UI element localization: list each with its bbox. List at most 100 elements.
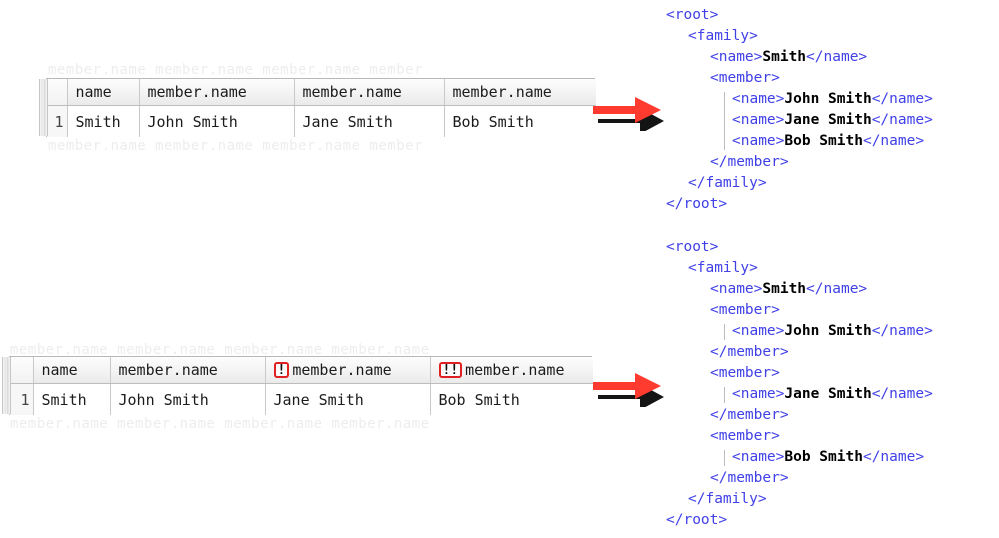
- xml-text: Jane Smith: [784, 386, 872, 402]
- grid-col-header[interactable]: member.name: [139, 79, 295, 106]
- grid-col-label: name: [41, 361, 78, 379]
- grid-col-header[interactable]: member.name: [444, 79, 596, 106]
- warning-badge-icon[interactable]: !!: [438, 362, 463, 378]
- xml-code-line: <name>John Smith</name>: [666, 321, 933, 342]
- xml-code-line: <member>: [666, 300, 933, 321]
- ghost-row-top: member.name member.name member.name memb…: [10, 342, 430, 358]
- xml-code-line: <name>Jane Smith</name>: [666, 110, 933, 131]
- xml-tag: <member>: [710, 365, 780, 381]
- xml-code-line: <family>: [666, 258, 933, 279]
- xml-tag: </name>: [871, 386, 933, 402]
- xml-code-line: <member>: [666, 426, 933, 447]
- xml-tag: <name>: [710, 49, 763, 65]
- grid-col-header-warning[interactable]: ! member.name: [265, 357, 431, 384]
- xml-code-line: <family>: [666, 26, 933, 47]
- xml-tag: <name>: [732, 133, 785, 149]
- grid-cell[interactable]: Bob Smith: [444, 105, 596, 137]
- xml-code-line: <member>: [666, 68, 933, 89]
- xml-tag: <family>: [688, 28, 758, 44]
- xml-code-line: </member>: [666, 405, 933, 426]
- xml-tag: </name>: [806, 281, 868, 297]
- grid-cell[interactable]: John Smith: [110, 383, 266, 415]
- grid-header-row: name member.name member.name member.name: [47, 79, 596, 106]
- grid-cell[interactable]: Jane Smith: [294, 105, 445, 137]
- xml-code-line: <name>Smith</name>: [666, 279, 933, 300]
- xml-tag: </family>: [688, 175, 767, 191]
- grid-col-label: member.name: [465, 361, 565, 379]
- xml-code-block-top: <root><family><name>Smith</name><member>…: [666, 5, 933, 215]
- xml-tag: </root>: [666, 196, 728, 212]
- xml-text: John Smith: [784, 91, 872, 107]
- xml-tag: </name>: [871, 91, 933, 107]
- grid-vertical-scrollbar-top[interactable]: [39, 79, 48, 136]
- xml-code-line: <root>: [666, 237, 933, 258]
- xml-code-line: </member>: [666, 468, 933, 489]
- xml-code-line: </family>: [666, 489, 933, 510]
- grid-table-top: name member.name member.name member.name…: [47, 79, 596, 137]
- xml-tag: </name>: [862, 133, 925, 149]
- xml-text: Bob Smith: [784, 449, 863, 465]
- xml-text: Bob Smith: [784, 133, 863, 149]
- result-grid-bottom[interactable]: name member.name ! member.name !! member…: [2, 356, 593, 415]
- xml-text: Smith: [762, 281, 807, 297]
- indent-guide: [724, 387, 725, 403]
- grid-col-label: member.name: [118, 361, 218, 379]
- xml-tag: </family>: [688, 491, 767, 507]
- xml-tag: <name>: [732, 386, 785, 402]
- indent-guide: [724, 450, 725, 466]
- xml-tag: <name>: [710, 281, 763, 297]
- xml-tag: <root>: [666, 239, 719, 255]
- xml-code-line: </root>: [666, 510, 933, 531]
- grid-header-row: name member.name ! member.name !! member…: [10, 357, 593, 384]
- xml-tag: <name>: [732, 323, 785, 339]
- red-right-arrow-top: [593, 97, 664, 131]
- xml-tag: <name>: [732, 112, 785, 128]
- grid-corner-cell: [47, 79, 68, 106]
- grid-col-header[interactable]: name: [33, 357, 111, 384]
- xml-code-line: <root>: [666, 5, 933, 26]
- result-grid-top[interactable]: name member.name member.name member.name…: [39, 78, 596, 137]
- xml-code-block-bottom: <root><family><name>Smith</name><member>…: [666, 237, 933, 531]
- xml-tag: <name>: [732, 91, 785, 107]
- xml-code-line: </root>: [666, 194, 933, 215]
- grid-col-header-warning[interactable]: !! member.name: [430, 357, 593, 384]
- warning-badge-icon[interactable]: !: [273, 362, 290, 378]
- indent-guide: [724, 92, 725, 150]
- grid-col-header[interactable]: name: [67, 79, 140, 106]
- xml-tag: </member>: [710, 344, 789, 360]
- grid-cell[interactable]: Smith: [33, 383, 111, 415]
- xml-code-line: <name>Bob Smith</name>: [666, 447, 933, 468]
- table-row[interactable]: 1 Smith John Smith Jane Smith Bob Smith: [47, 105, 596, 137]
- grid-col-label: member.name: [452, 83, 552, 101]
- xml-code-line: </family>: [666, 173, 933, 194]
- ghost-row-bottom: member.name member.name member.name memb…: [48, 138, 424, 154]
- xml-tag: <name>: [732, 449, 785, 465]
- xml-text: Jane Smith: [784, 112, 872, 128]
- xml-tag: </name>: [871, 323, 933, 339]
- grid-vertical-scrollbar-bottom[interactable]: [2, 357, 11, 414]
- indent-guide: [724, 324, 725, 340]
- grid-col-header[interactable]: member.name: [294, 79, 445, 106]
- xml-code-line: </member>: [666, 342, 933, 363]
- grid-col-label: name: [75, 83, 112, 101]
- xml-code-line: <name>Bob Smith</name>: [666, 131, 933, 152]
- grid-cell[interactable]: Bob Smith: [430, 383, 593, 415]
- grid-corner-cell: [10, 357, 34, 384]
- grid-col-label: member.name: [292, 361, 392, 379]
- ghost-row-top: member.name member.name member.name memb…: [48, 62, 424, 78]
- xml-tag: <member>: [710, 428, 780, 444]
- xml-tag: </name>: [871, 112, 933, 128]
- grid-cell[interactable]: Jane Smith: [265, 383, 431, 415]
- row-number-cell: 1: [47, 105, 68, 137]
- xml-tag: </root>: [666, 512, 728, 528]
- xml-tag: </member>: [710, 470, 789, 486]
- xml-tag: </member>: [710, 407, 789, 423]
- xml-code-line: <name>Jane Smith</name>: [666, 384, 933, 405]
- grid-cell[interactable]: Smith: [67, 105, 140, 137]
- grid-col-label: member.name: [147, 83, 247, 101]
- xml-tag: <root>: [666, 7, 719, 23]
- grid-col-label: member.name: [302, 83, 402, 101]
- grid-cell[interactable]: John Smith: [139, 105, 295, 137]
- table-row[interactable]: 1 Smith John Smith Jane Smith Bob Smith: [10, 383, 593, 415]
- grid-col-header[interactable]: member.name: [110, 357, 266, 384]
